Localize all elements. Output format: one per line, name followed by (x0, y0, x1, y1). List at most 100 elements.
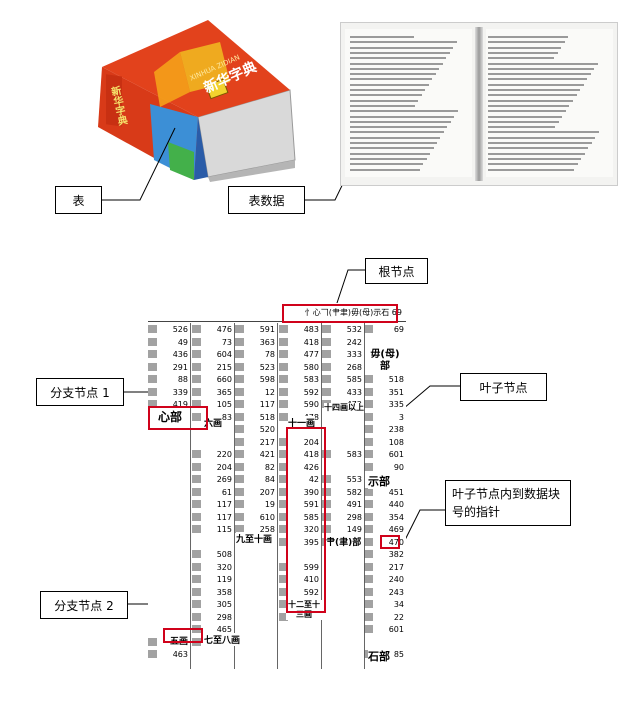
index-entry-number: 204 (216, 462, 232, 472)
label-table: 表 (55, 186, 102, 214)
index-entry-glyph (235, 512, 244, 521)
index-entry-glyph (148, 375, 157, 383)
open-book-text-line (488, 163, 578, 166)
open-book-text-line (488, 94, 577, 97)
index-entry-glyph (322, 337, 331, 346)
index-entry-glyph (148, 650, 157, 658)
index-entry-number: 523 (259, 362, 275, 372)
index-entry-glyph (235, 462, 244, 471)
index-entry-number: 592 (303, 387, 319, 397)
index-entry-glyph (322, 362, 331, 371)
label-leaf-node-text: 叶子节点 (479, 380, 528, 395)
open-book-text-line (488, 99, 573, 102)
index-entry-glyph (322, 375, 331, 383)
index-entry-glyph (192, 350, 201, 358)
index-entry-glyph (279, 387, 288, 396)
index-entry-glyph (322, 487, 331, 496)
open-book-text-line (488, 120, 559, 123)
index-entry-glyph (364, 525, 373, 533)
index-entry-number: 204 (303, 437, 319, 447)
index-entry-number: 320 (303, 525, 319, 534)
index-entry-number: 243 (388, 587, 404, 597)
index-entry-number: 395 (303, 537, 319, 547)
open-book-text-line (488, 67, 595, 70)
index-entry-number: 217 (259, 437, 275, 447)
heading-yubu: 肀(聿)部 (326, 537, 362, 549)
index-entry-number: 553 (346, 475, 362, 484)
open-book-text-line (488, 147, 589, 150)
index-entry-glyph (322, 512, 331, 521)
index-entry-glyph (148, 337, 157, 346)
index-entry-number: 351 (388, 387, 404, 397)
open-book-text-line (350, 104, 415, 107)
highlight-leaf-node (286, 427, 326, 613)
index-entry-number: 298 (346, 512, 362, 522)
open-book-text-line (350, 78, 433, 81)
label-branch-node-2: 分支节点 2 (40, 591, 128, 619)
open-book-text-line (488, 152, 585, 155)
column-divider-1 (190, 323, 191, 669)
label-root-node: 根节点 (365, 258, 428, 284)
index-entry-number: 83 (221, 412, 232, 422)
index-entry-number: 418 (303, 450, 319, 459)
index-entry-number: 291 (172, 362, 188, 372)
column-divider-4 (321, 323, 322, 669)
open-book-text-line (350, 41, 457, 44)
index-entry-number: 585 (346, 375, 362, 384)
index-entry-glyph (235, 375, 244, 383)
index-entry-glyph (279, 412, 288, 421)
index-entry-glyph (279, 375, 288, 383)
index-entry-number: 508 (216, 550, 232, 559)
index-entry-number: 73 (221, 337, 232, 347)
index-entry-number: 518 (259, 412, 275, 422)
column-divider-3 (277, 323, 278, 669)
index-entry-number: 339 (172, 387, 188, 397)
index-entry-number: 518 (388, 375, 404, 384)
index-entry-glyph (192, 362, 201, 371)
label-table-data: 表数据 (228, 186, 305, 214)
index-entry-number: 365 (216, 387, 232, 397)
open-book-text-line (350, 131, 444, 134)
index-entry-number: 335 (388, 400, 404, 409)
index-entry-glyph (279, 487, 288, 496)
index-entry-number: 217 (388, 562, 404, 572)
index-entry-glyph (279, 350, 288, 358)
highlight-branch-node-2 (163, 628, 203, 643)
index-entry-number: 34 (393, 600, 404, 609)
open-book-gutter (475, 27, 483, 181)
index-entry-glyph (235, 525, 244, 533)
open-book-text-line (488, 83, 584, 86)
index-entry-number: 268 (346, 362, 362, 372)
heading-shisihua: 十四画以上 (324, 403, 364, 413)
open-book-text-line (488, 136, 596, 139)
label-leaf-pointer-text: 叶子节点内到数据块号的指针 (452, 487, 561, 519)
index-entry-glyph (364, 412, 373, 421)
index-entry-number: 426 (303, 462, 319, 472)
open-book-text-line (350, 120, 451, 123)
index-entry-glyph (364, 462, 373, 471)
index-entry-glyph (235, 387, 244, 396)
index-entry-glyph (364, 612, 373, 621)
index-entry-number: 238 (388, 425, 404, 434)
index-entry-number: 604 (216, 350, 232, 359)
index-entry-glyph (364, 550, 373, 558)
column-divider-5 (364, 323, 365, 669)
index-entry-glyph (192, 400, 201, 408)
open-book-text-line (488, 51, 558, 54)
heading-shibu2: 石部 (368, 648, 390, 664)
label-leaf-node: 叶子节点 (460, 373, 547, 401)
connector-root-line (335, 269, 365, 307)
open-book-text-line (350, 62, 443, 65)
index-entry-number: 476 (216, 325, 232, 334)
index-entry-glyph (192, 412, 201, 421)
open-book-text-line (488, 89, 581, 91)
open-book-text-line (350, 152, 431, 155)
index-entry-glyph (192, 487, 201, 496)
index-entry-number: 610 (259, 512, 275, 522)
index-entry-glyph (364, 562, 373, 571)
index-entry-number: 660 (216, 375, 232, 384)
index-entry-number: 583 (346, 450, 362, 459)
index-entry-glyph (148, 387, 157, 396)
open-book-text-line (350, 99, 419, 102)
column-divider-2 (234, 323, 235, 669)
